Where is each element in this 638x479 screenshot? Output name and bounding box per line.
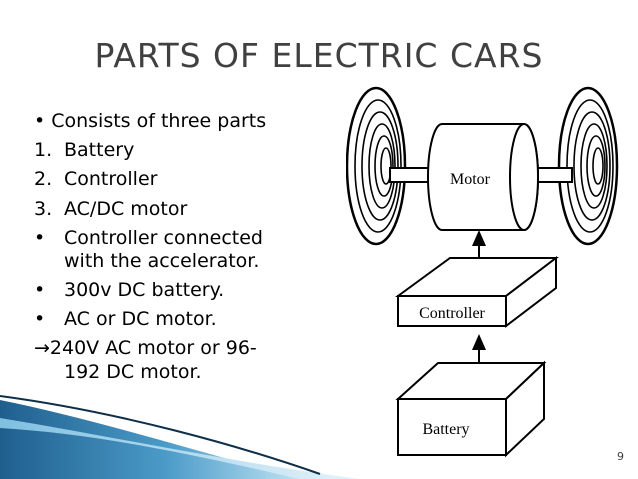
slide-number: 9 [617, 450, 624, 463]
battery-label: Battery [422, 421, 469, 438]
bullet-controller-connected-cont: with the accelerator. [64, 249, 260, 272]
bullet-dc-battery: •300v DC battery. [34, 279, 225, 302]
motor-icon [427, 123, 539, 231]
body-text: •Consists of three parts 1.Battery 2.Con… [34, 110, 339, 384]
battery-box [395, 360, 547, 458]
bullet-ac-dc-motor: •AC or DC motor. [34, 308, 217, 331]
arrow-note-cont: 192 DC motor. [64, 360, 202, 383]
right-wheel-icon [557, 86, 619, 246]
numbered-item-battery: 1.Battery [34, 139, 135, 162]
controller-box [394, 255, 559, 329]
arrow-icon: → [34, 337, 50, 360]
intro-text: Consists of three parts [51, 110, 267, 132]
left-wheel-icon [346, 86, 407, 246]
controller-label: Controller [419, 305, 485, 322]
slide-title: PARTS OF ELECTRIC CARS [94, 36, 544, 75]
intro-bullet: • [34, 110, 46, 132]
intro-line: •Consists of three parts [34, 110, 339, 133]
left-axle [389, 167, 433, 183]
numbered-item-controller: 2.Controller [34, 168, 158, 191]
parts-diagram: Motor Controller Battery [346, 86, 619, 458]
motor-label: Motor [450, 171, 491, 188]
numbered-item-motor: 3.AC/DC motor [34, 197, 188, 220]
bullet-controller-connected: •Controller connected [34, 226, 263, 249]
arrow-note: →240V AC motor or 96- [34, 337, 257, 360]
decorative-swoosh [0, 395, 360, 479]
